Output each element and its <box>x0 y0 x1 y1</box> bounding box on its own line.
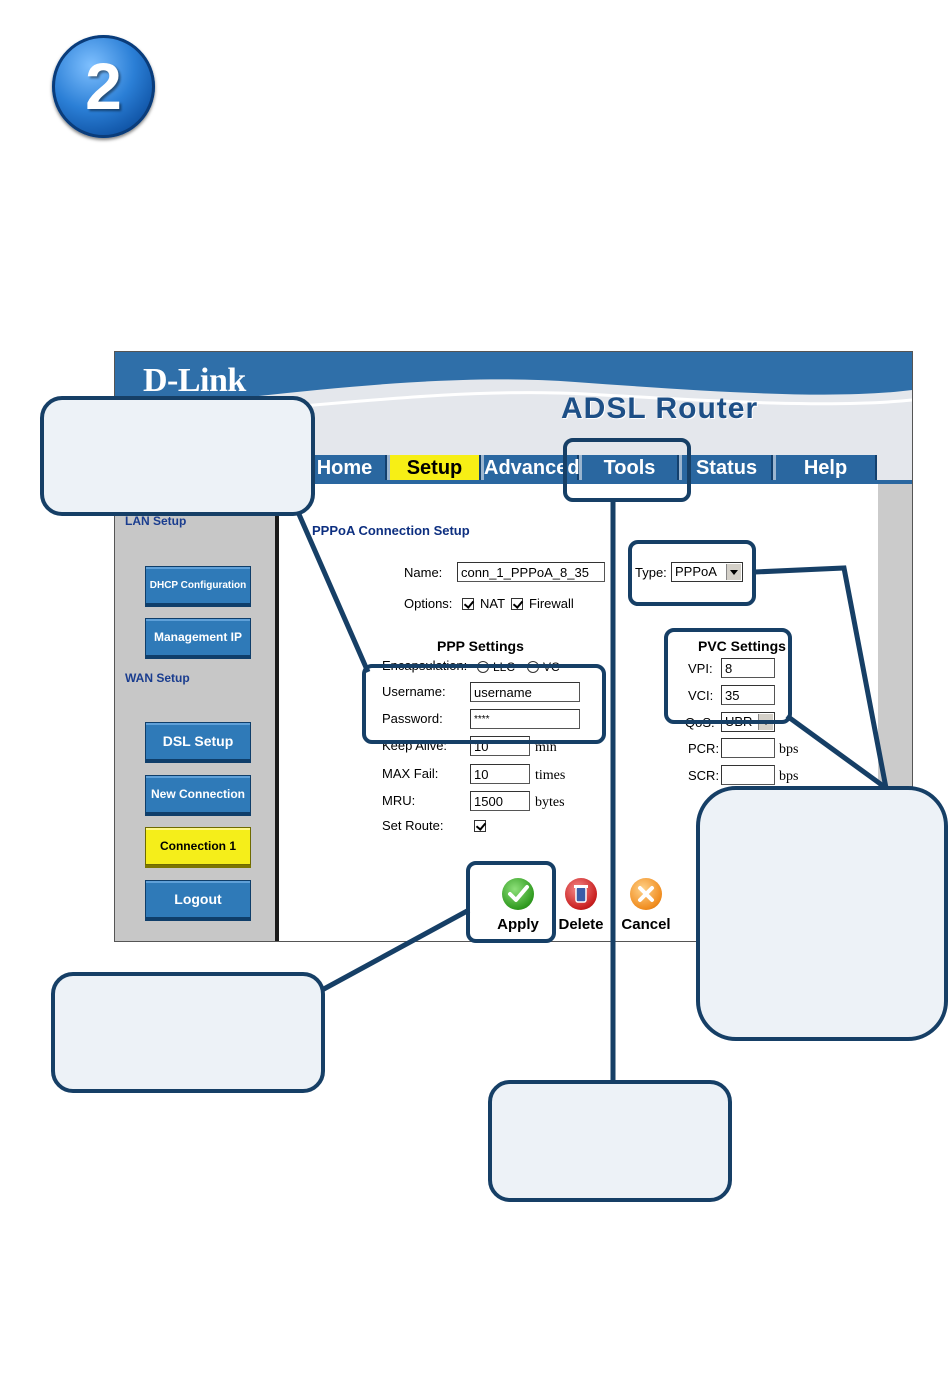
tab-advanced[interactable]: Advanced <box>481 455 580 482</box>
apply-button[interactable]: Apply <box>493 878 543 933</box>
mru-input[interactable]: 1500 <box>470 791 530 811</box>
management-ip-button[interactable]: Management IP <box>145 618 251 656</box>
scr-input[interactable] <box>721 765 775 785</box>
tab-setup[interactable]: Setup <box>387 455 481 482</box>
trash-icon <box>565 878 597 910</box>
sidebar: LAN Setup DHCP Configuration Management … <box>115 484 275 941</box>
dlink-logo: D-Link <box>143 362 246 399</box>
apply-button-highlight <box>466 861 556 943</box>
password-label: Password: <box>382 711 443 726</box>
maxfail-label: MAX Fail: <box>382 766 439 781</box>
connection-name-input[interactable]: conn_1_PPPoA_8_35 <box>457 562 605 582</box>
pvc-settings-highlight <box>664 628 792 724</box>
cancel-label: Cancel <box>621 916 671 933</box>
sidebar-divider <box>275 484 279 941</box>
maxfail-input[interactable]: 10 <box>470 764 530 784</box>
options-label: Options: <box>404 596 453 611</box>
step-number: 2 <box>85 49 122 123</box>
sidebar-heading-lan: LAN Setup <box>125 514 187 528</box>
setroute-label: Set Route: <box>382 818 444 833</box>
password-input[interactable]: **** <box>470 709 580 729</box>
username-label: Username: <box>382 684 446 699</box>
dsl-setup-button[interactable]: DSL Setup <box>145 722 251 760</box>
form-title: PPPoA Connection Setup <box>312 523 470 538</box>
tab-tools[interactable]: Tools <box>579 455 679 482</box>
scr-unit: bps <box>779 769 799 784</box>
scr-label: SCR: <box>688 768 720 783</box>
apply-label: Apply <box>497 916 539 933</box>
pcr-input[interactable] <box>721 738 775 758</box>
delete-label: Delete <box>558 916 604 933</box>
tools-tab-highlight <box>563 438 691 502</box>
tab-home[interactable]: Home <box>301 455 387 482</box>
pcr-unit: bps <box>779 742 799 757</box>
username-input[interactable]: username <box>470 682 580 702</box>
name-label: Name: <box>404 565 443 580</box>
product-name: ADSL Router <box>561 392 759 425</box>
tab-status[interactable]: Status <box>679 455 773 482</box>
maxfail-unit: times <box>535 768 566 783</box>
new-connection-button[interactable]: New Connection <box>145 775 251 813</box>
vci-label: VCI: <box>688 688 714 703</box>
connection-type-value: PPPoA <box>675 564 717 579</box>
pcr-label: PCR: <box>688 741 720 756</box>
firewall-checkbox[interactable] <box>511 598 523 610</box>
nat-label: NAT <box>480 596 506 611</box>
tab-help[interactable]: Help <box>773 455 877 482</box>
step-number-badge: 2 <box>52 35 155 138</box>
mru-unit: bytes <box>535 795 565 810</box>
callout-box-right <box>696 786 948 1041</box>
callout-box-bottom-center <box>488 1080 732 1202</box>
vpi-label: VPI: <box>688 661 713 676</box>
ppp-settings-heading: PPP Settings <box>437 638 524 654</box>
mru-label: MRU: <box>382 793 416 808</box>
nat-checkbox[interactable] <box>462 598 474 610</box>
connection-1-button[interactable]: Connection 1 <box>145 827 251 865</box>
type-label: Type: <box>635 565 667 580</box>
chevron-down-icon <box>726 564 741 580</box>
dhcp-configuration-button[interactable]: DHCP Configuration <box>145 566 251 604</box>
connection-type-select[interactable]: PPPoA <box>671 562 743 582</box>
firewall-label: Firewall <box>529 596 574 611</box>
cancel-button[interactable]: Cancel <box>619 878 673 933</box>
type-highlight <box>628 540 756 606</box>
username-password-highlight <box>362 664 606 744</box>
callout-box-top-left <box>40 396 315 516</box>
callout-box-bottom-left <box>51 972 325 1093</box>
tab-underline <box>115 480 912 484</box>
sidebar-heading-wan: WAN Setup <box>125 671 190 685</box>
logout-button[interactable]: Logout <box>145 880 251 918</box>
setroute-checkbox[interactable] <box>474 820 486 832</box>
checkmark-icon <box>502 878 534 910</box>
cancel-x-icon <box>630 878 662 910</box>
delete-button[interactable]: Delete <box>555 878 607 933</box>
